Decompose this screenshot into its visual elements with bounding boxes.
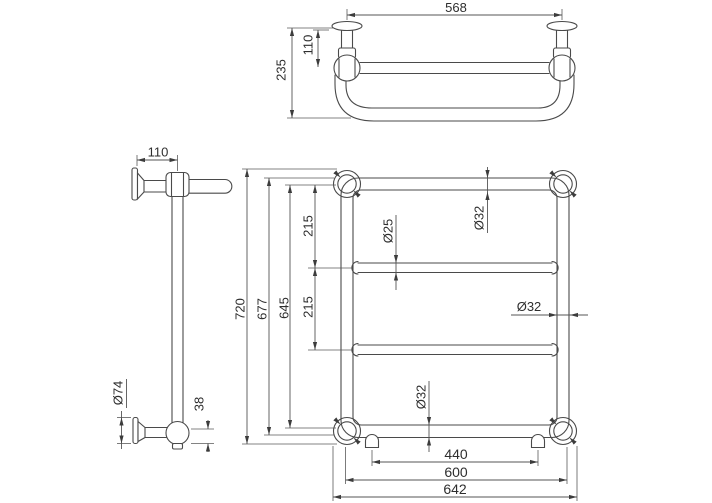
towel-loop-side xyxy=(188,178,233,194)
dim-label-677: 677 xyxy=(255,298,270,320)
frame-inner xyxy=(352,189,558,426)
dim-label-dia32-upright: Ø32 xyxy=(517,299,542,314)
dim-dia32-bottom-rail: Ø32 xyxy=(414,381,432,452)
front-view: 720 677 645 215 215 xyxy=(233,167,588,501)
dim-110-side: 110 xyxy=(136,145,178,171)
dim-110-plan: 110 xyxy=(301,29,329,67)
dim-642: 642 xyxy=(332,446,578,501)
towel-loop-inner xyxy=(345,79,561,109)
dim-label-600: 600 xyxy=(444,464,468,480)
valve-left xyxy=(364,433,380,449)
dim-label-235: 235 xyxy=(274,59,289,81)
wall-mount-top-left xyxy=(332,169,362,199)
top-wall-bracket-side xyxy=(131,167,168,201)
dim-label-568: 568 xyxy=(445,0,467,15)
dim-label-dia32-bottom: Ø32 xyxy=(414,385,429,410)
ball-joints-plan xyxy=(333,54,576,82)
dim-440: 440 xyxy=(371,446,539,466)
wall-stems-plan xyxy=(337,28,572,59)
frame-outer xyxy=(340,177,570,439)
dim-label-720: 720 xyxy=(233,298,248,320)
dim-label-110-side: 110 xyxy=(148,145,169,160)
dim-label-38: 38 xyxy=(192,397,207,411)
dim-label-440: 440 xyxy=(444,446,468,462)
dim-dia74: Ø74 xyxy=(111,379,131,449)
plan-view: 568 110 235 xyxy=(274,0,578,122)
dim-568: 568 xyxy=(346,0,563,20)
dim-235: 235 xyxy=(274,27,351,119)
dim-677: 677 xyxy=(255,178,272,435)
wall-mount-bottom-right xyxy=(548,416,578,446)
dim-600: 600 xyxy=(345,447,568,484)
dim-label-110-plan: 110 xyxy=(301,35,316,56)
wall-mount-bottom-left xyxy=(332,416,362,446)
dim-label-215-lower: 215 xyxy=(301,296,316,318)
dim-720: 720 xyxy=(233,169,250,444)
upright-tube-side xyxy=(171,195,184,424)
towel-loop-outer xyxy=(334,74,575,122)
tee-fitting-side xyxy=(165,171,190,198)
dim-label-645: 645 xyxy=(277,297,292,319)
dim-215-upper: 215 xyxy=(301,185,318,268)
dim-label-642: 642 xyxy=(443,481,467,497)
drain-stub xyxy=(171,442,184,450)
top-rail-plan xyxy=(359,61,550,75)
dim-38: 38 xyxy=(191,397,214,452)
wall-flanges-plan xyxy=(331,20,578,32)
dim-215-lower: 215 xyxy=(301,268,318,350)
towel-bar-lower xyxy=(351,343,559,357)
dim-645: 645 xyxy=(277,185,293,428)
valve-right xyxy=(530,433,546,449)
dim-label-dia32-top: Ø32 xyxy=(472,206,487,231)
dim-label-dia25: Ø25 xyxy=(381,219,396,244)
side-view: 110 Ø74 38 xyxy=(111,145,233,452)
dim-dia25-towel-bar: Ø25 xyxy=(381,215,399,290)
dim-label-dia74: Ø74 xyxy=(111,381,126,406)
dim-label-215-upper: 215 xyxy=(301,215,316,237)
dim-dia32-upright: Ø32 xyxy=(511,299,588,318)
towel-bar-upper xyxy=(351,261,559,275)
wall-mount-top-right xyxy=(548,169,578,199)
dim-dia32-top-rail: Ø32 xyxy=(472,167,490,233)
bottom-wall-bracket-side xyxy=(132,416,190,450)
ball-joint-side xyxy=(165,420,190,446)
